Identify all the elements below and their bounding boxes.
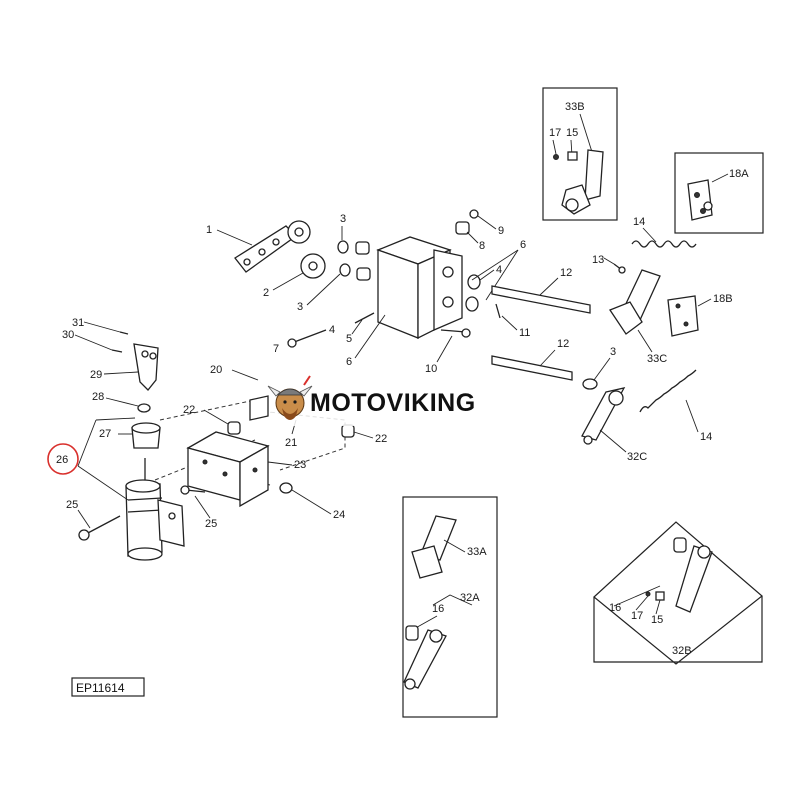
callout-2: 2 xyxy=(263,287,269,299)
callout-21: 21 xyxy=(285,437,297,449)
callout-25-right: 25 xyxy=(205,518,217,530)
callout-14-lower: 14 xyxy=(700,431,712,443)
callout-12-lower: 12 xyxy=(557,338,569,350)
callout-1: 1 xyxy=(206,224,212,236)
callout-24: 24 xyxy=(333,509,345,521)
callout-20: 20 xyxy=(210,364,222,376)
callout-26: 26 xyxy=(56,454,68,466)
figure-code: EP11614 xyxy=(76,681,125,695)
inset-32b-title: 32B xyxy=(672,645,692,657)
inset-box-18a: 18A xyxy=(674,152,764,234)
callout-30: 30 xyxy=(62,329,74,341)
inset-33b-label-15: 15 xyxy=(566,127,578,139)
part-shaft-12-lower xyxy=(491,355,573,381)
highlight-ring-26 xyxy=(47,443,79,475)
callout-12-upper: 12 xyxy=(560,267,572,279)
inset-box-33a-32a: 33A 32A 16 xyxy=(402,496,498,718)
inset-32b-label-16: 16 xyxy=(609,602,621,614)
part-plate-20 xyxy=(249,395,269,421)
part-nut-9 xyxy=(469,209,479,219)
part-spring-14-upper xyxy=(631,240,697,248)
linkage-assembly: 1 2 3 3 4 5 6 7 xyxy=(206,209,616,390)
callout-18b: 18B xyxy=(713,293,733,305)
part-shaft-12-upper xyxy=(491,285,591,314)
callout-6-left: 6 xyxy=(346,356,352,368)
callout-14-upper: 14 xyxy=(633,216,645,228)
callout-6-right: 6 xyxy=(520,239,526,251)
inset-32a-label-16: 16 xyxy=(432,603,444,615)
callout-33c: 33C xyxy=(647,353,667,365)
inset-box-33b: 33B 17 15 xyxy=(542,87,618,221)
inset-33b-label-17: 17 xyxy=(549,127,561,139)
inset-32a-title: 32A xyxy=(460,592,480,604)
part-bracket-18b xyxy=(667,295,699,337)
viking-mascot-icon xyxy=(267,375,313,420)
watermark-text: MOTOVIKING xyxy=(310,389,476,417)
callout-10: 10 xyxy=(425,363,437,375)
inset-33b-title: 33B xyxy=(565,101,585,113)
callout-29: 29 xyxy=(90,369,102,381)
watermark-banner: MOTOVIKING xyxy=(267,375,533,426)
callout-27: 27 xyxy=(99,428,111,440)
callout-3-top: 3 xyxy=(340,213,346,225)
callout-3-mid: 3 xyxy=(297,301,303,313)
callout-3-right: 3 xyxy=(610,346,616,358)
inset-32b-label-15: 15 xyxy=(651,614,663,626)
callout-4-left: 4 xyxy=(329,324,335,336)
callout-31: 31 xyxy=(72,317,84,329)
callout-28: 28 xyxy=(92,391,104,403)
callout-9: 9 xyxy=(498,225,504,237)
inset-18a-title: 18A xyxy=(729,168,749,180)
figure-code-box: EP11614 xyxy=(71,677,145,697)
callout-25-left: 25 xyxy=(66,499,78,511)
callout-22-left: 22 xyxy=(183,404,195,416)
callout-4-right: 4 xyxy=(496,264,502,276)
callout-5: 5 xyxy=(346,333,352,345)
callout-22-right: 22 xyxy=(375,433,387,445)
callout-32c: 32C xyxy=(627,451,647,463)
part-bushing-8 xyxy=(455,221,470,235)
callout-7: 7 xyxy=(273,343,279,355)
solenoid-assembly: 20 22 22 21 23 24 25 25 xyxy=(47,317,387,561)
callout-23: 23 xyxy=(294,459,306,471)
inset-box-32b: 16 17 15 32B xyxy=(593,521,763,665)
part-spring-14-lower xyxy=(639,369,697,413)
callout-11: 11 xyxy=(519,327,530,339)
callout-13: 13 xyxy=(592,254,604,266)
inset-33a-title: 33A xyxy=(467,546,487,558)
callout-8: 8 xyxy=(479,240,485,252)
inset-32b-label-17: 17 xyxy=(631,610,643,622)
part-lever-1 xyxy=(234,225,298,273)
part-solenoid-26 xyxy=(125,483,163,557)
right-levers: 14 13 33C 18B 14 32C xyxy=(581,216,733,463)
